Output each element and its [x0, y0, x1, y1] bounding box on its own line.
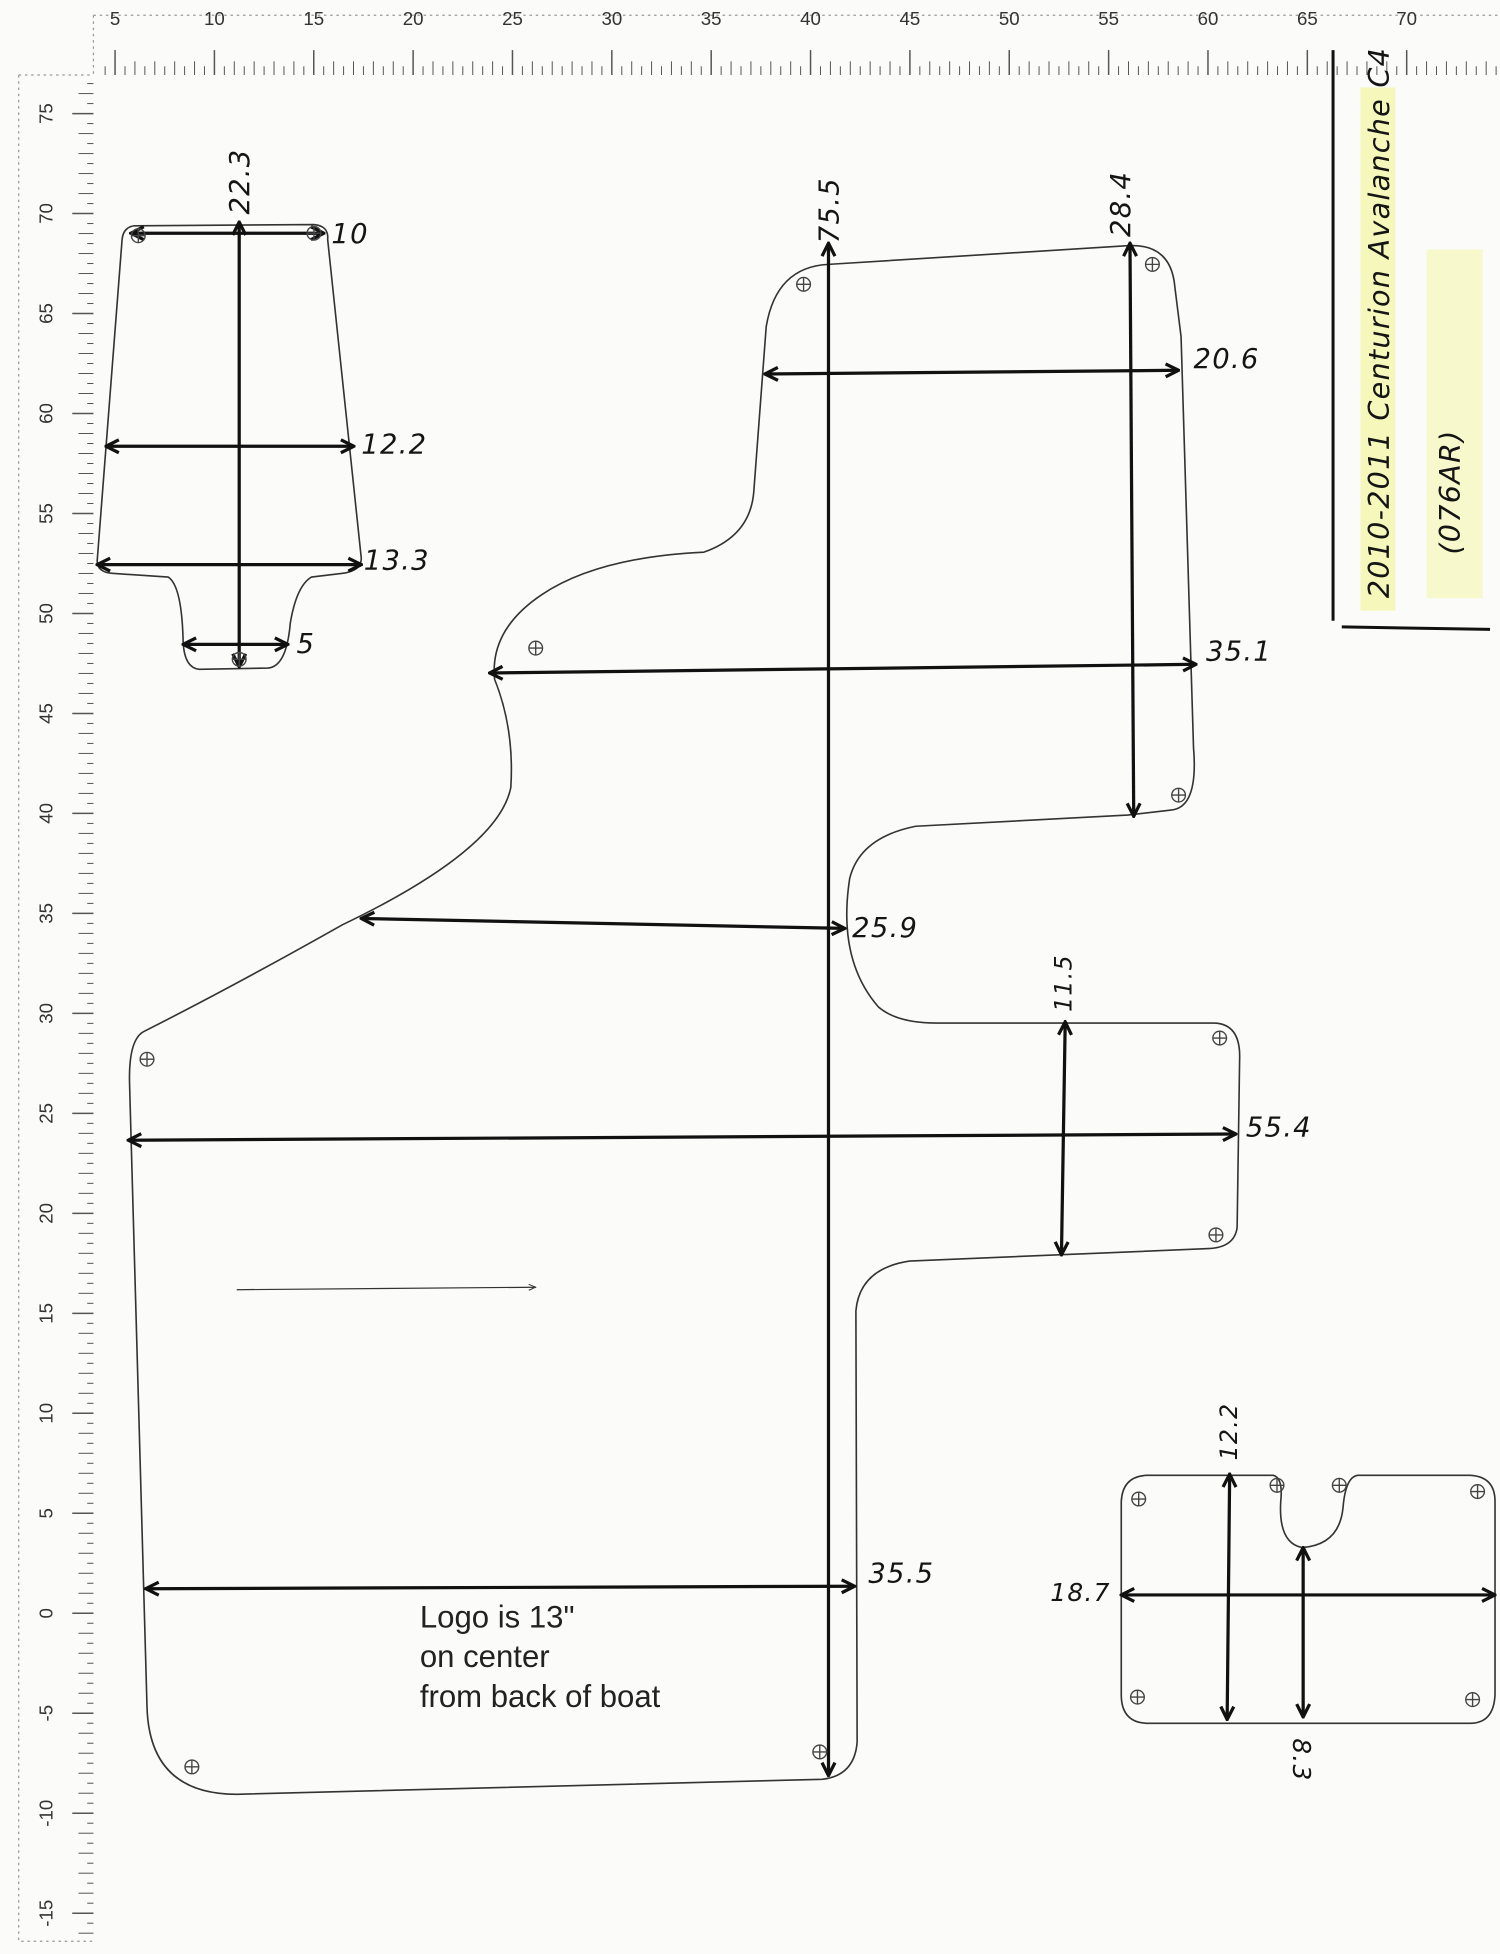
screw-holes — [130, 225, 1486, 1775]
piece-main: 75.5 28.4 20.6 35.1 25.9 11.5 55.4 35.5 … — [128, 171, 1312, 1796]
ruler-left-label: 50 — [35, 603, 56, 624]
dim-upper-width: 35.1 — [1206, 637, 1272, 668]
dim-width: 18.7 — [1050, 1578, 1110, 1607]
screw-hole-icon — [1465, 1692, 1481, 1708]
dim-length: 75.5 — [814, 177, 845, 243]
ruler-top-label: 50 — [999, 8, 1020, 29]
dim-mid-width: 25.9 — [852, 913, 918, 944]
dim-height: 22.3 — [225, 149, 256, 215]
ruler-left-label: 0 — [35, 1608, 56, 1618]
ruler-top-label: 45 — [900, 8, 921, 29]
ruler-top-label: 20 — [403, 8, 424, 29]
ruler-left-label: 15 — [35, 1303, 56, 1324]
ruler-top-label: 15 — [303, 8, 324, 29]
screw-hole-icon — [1144, 256, 1160, 272]
highlight — [1360, 87, 1396, 611]
screw-hole-icon — [1208, 1227, 1224, 1243]
highlight — [1426, 249, 1483, 599]
ruler-left-label: 5 — [35, 1508, 56, 1518]
ruler-left-label: 30 — [35, 1003, 56, 1024]
ruler-left-label: 25 — [35, 1103, 56, 1124]
ruler-left-label: 35 — [35, 903, 56, 924]
ruler-left-label: 40 — [35, 803, 56, 824]
ruler-left-label: 60 — [35, 403, 56, 424]
dim-mid-width: 12.2 — [361, 430, 427, 461]
dim-notch-height: 11.5 — [1049, 954, 1077, 1012]
screw-hole-icon — [1212, 1030, 1228, 1046]
ruler-top-label: 70 — [1396, 8, 1417, 29]
ruler-top: 5 10 15 20 25 30 35 40 45 50 55 60 65 70 — [92, 8, 1500, 76]
ruler-left-label: -5 — [35, 1705, 56, 1722]
dim-top-width: 20.6 — [1194, 344, 1260, 375]
title-line-1: 2010-2011 Centurion Avalanche C4 — [1362, 47, 1396, 598]
ruler-left-label: 70 — [35, 203, 56, 224]
screw-hole-icon — [1269, 1477, 1285, 1493]
screw-hole-icon — [1470, 1483, 1486, 1500]
screw-hole-icon — [1131, 1491, 1147, 1507]
ruler-top-label: 30 — [601, 8, 622, 29]
logo-note-line-2: on center — [420, 1639, 550, 1674]
dim-top-width: 10 — [331, 219, 368, 250]
ruler-top-label: 55 — [1098, 8, 1119, 29]
ruler-left-label: -15 — [35, 1900, 56, 1927]
screw-hole-icon — [231, 651, 247, 667]
ruler-left-label: 75 — [35, 103, 56, 124]
ruler-top-label: 10 — [204, 8, 225, 29]
logo-note-line-1: Logo is 13" — [420, 1599, 575, 1634]
ruler-left-label: 20 — [35, 1203, 56, 1224]
ruler-top-label: 25 — [502, 8, 523, 29]
ruler-top-label: 60 — [1198, 8, 1219, 29]
ruler-top-label: 65 — [1297, 8, 1318, 29]
screw-hole-icon — [184, 1759, 200, 1775]
ruler-left-label: 65 — [35, 303, 56, 324]
screw-hole-icon — [796, 276, 812, 292]
logo-note-line-3: from back of boat — [420, 1679, 661, 1714]
piece-small-top-left: 22.3 10 12.2 13.3 5 — [97, 149, 430, 671]
screw-hole-icon — [130, 228, 146, 244]
dim-full-width: 55.4 — [1246, 1112, 1312, 1143]
screw-hole-icon — [1171, 787, 1187, 803]
dim-notch-depth: 8.3 — [1287, 1738, 1316, 1781]
title-block: 2010-2011 Centurion Avalanche C4 (076AR) — [1331, 47, 1491, 631]
dim-rear-width: 35.5 — [868, 1558, 934, 1589]
dim-tab-width: 5 — [297, 629, 316, 660]
direction-arrow — [236, 1287, 536, 1289]
dim-lower-width: 13.3 — [364, 546, 430, 577]
dim-right-height: 28.4 — [1106, 171, 1137, 237]
ruler-left-label: 10 — [35, 1403, 56, 1424]
title-line-2: (076AR) — [1433, 429, 1467, 554]
ruler-left-label: 55 — [35, 503, 56, 524]
piece-small-bottom-right: 12.2 18.7 8.3 — [1050, 1403, 1495, 1782]
screw-hole-icon — [1129, 1689, 1145, 1705]
screw-hole-icon — [812, 1744, 828, 1760]
ruler-top-label: 35 — [701, 8, 722, 29]
ruler-left-label: 45 — [35, 703, 56, 724]
screw-hole-icon — [528, 640, 544, 656]
screw-hole-icon — [1331, 1477, 1347, 1493]
ruler-top-label: 40 — [800, 8, 821, 29]
ruler-top-label: 5 — [110, 8, 120, 29]
screw-hole-icon — [139, 1051, 155, 1067]
dim-height: 12.2 — [1215, 1403, 1243, 1461]
ruler-left-label: -10 — [35, 1800, 56, 1827]
screw-hole-icon — [306, 225, 322, 241]
